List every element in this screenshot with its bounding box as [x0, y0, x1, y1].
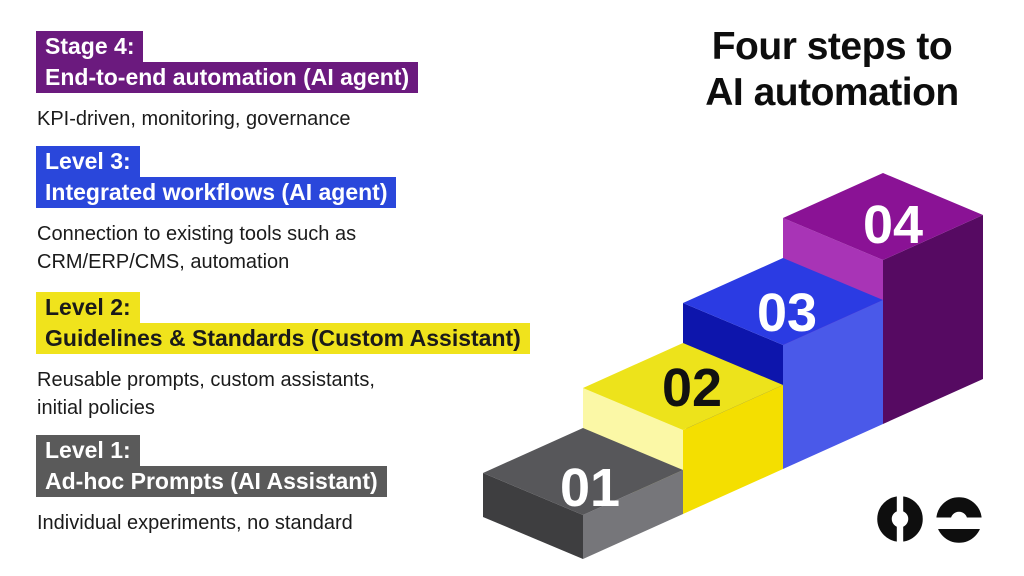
level-label-line1: Level 3:: [36, 146, 140, 177]
level-block-stage-4: Stage 4: End-to-end automation (AI agent…: [36, 31, 419, 134]
level-label-line2: End-to-end automation (AI agent): [36, 62, 419, 93]
logo-ring-left-icon: [877, 493, 923, 545]
level-label-line2: Guidelines & Standards (Custom Assistant…: [36, 323, 530, 354]
level-block-level-1: Level 1: Ad-hoc Prompts (AI Assistant) I…: [36, 435, 387, 538]
level-description: KPI-driven, monitoring, governance: [37, 106, 418, 134]
level-description: Individual experiments, no standard: [37, 510, 387, 538]
level-description: Connection to existing tools such as CRM/…: [37, 221, 396, 276]
step-04-right-face: [883, 215, 983, 424]
step-03-label: 03: [757, 283, 817, 343]
desc-line2: CRM/ERP/CMS, automation: [37, 250, 290, 273]
level-label-line2: Integrated workflows (AI agent): [36, 177, 397, 208]
step-04-top-face: [783, 173, 983, 260]
step-03-top-face: [683, 258, 883, 345]
page-title-line1: Four steps to: [711, 25, 953, 68]
level-label-line1: Stage 4:: [36, 31, 144, 62]
page-title: Four steps to AI automation: [650, 24, 1014, 116]
desc-line1: Individual experiments, no standard: [37, 512, 353, 534]
step-01-box: 01: [483, 428, 683, 559]
desc-line2: initial policies: [37, 396, 155, 419]
level-description: Reusable prompts, custom assistants, init…: [37, 367, 530, 422]
desc-line1: Connection to existing tools such as: [37, 223, 357, 245]
level-label-line2: Ad-hoc Prompts (AI Assistant): [36, 466, 387, 497]
step-01-left-face: [483, 473, 583, 559]
logo-ring-right-icon: [933, 497, 985, 543]
step-03-right-face: [783, 300, 883, 469]
step-04-label: 04: [863, 195, 923, 255]
level-block-level-2: Level 2: Guidelines & Standards (Custom …: [36, 292, 530, 422]
step-02-right-face: [683, 385, 783, 514]
step-01-top-face: [483, 428, 683, 515]
step-02-top-face: [583, 343, 783, 430]
step-02-label: 02: [662, 358, 722, 418]
step-01-right-face: [583, 470, 683, 559]
step-01-label: 01: [560, 458, 620, 518]
desc-line1: KPI-driven, monitoring, governance: [37, 108, 351, 130]
level-block-level-3: Level 3: Integrated workflows (AI agent)…: [36, 146, 397, 276]
level-label-line1: Level 1:: [36, 435, 140, 466]
logo: [877, 493, 985, 545]
page-title-line2: AI automation: [705, 71, 959, 115]
level-label-line1: Level 2:: [36, 292, 140, 323]
desc-line1: Reusable prompts, custom assistants,: [37, 369, 375, 391]
